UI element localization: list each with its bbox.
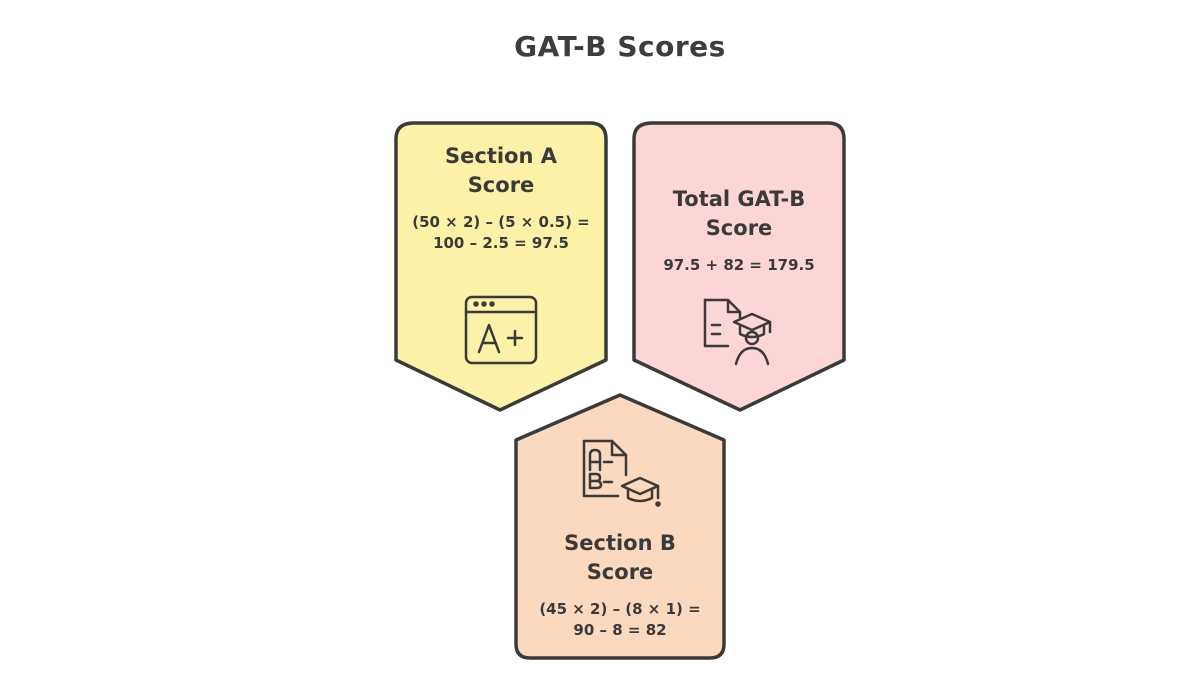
section-b-text: Section B Score (45 × 2) – (8 × 1) = 90 … — [528, 529, 712, 641]
total-card — [632, 121, 846, 412]
total-title: Total GAT-B Score — [672, 187, 806, 240]
diagram-title: GAT-B Scores — [514, 30, 726, 63]
ab-quiz-graduation-icon — [582, 439, 661, 507]
grade-a-plus-icon — [464, 295, 538, 365]
section-a-formula: (50 × 2) – (5 × 0.5) = 100 – 2.5 = 97.5 — [412, 213, 590, 252]
section-b-card — [514, 393, 726, 660]
total-text: Total GAT-B Score 97.5 + 82 = 179.5 — [646, 185, 832, 276]
section-a-card — [394, 121, 608, 412]
section-a-title: Section A Score — [445, 144, 557, 197]
section-b-formula: (45 × 2) – (8 × 1) = 90 – 8 = 82 — [539, 600, 701, 639]
section-b-title: Section B Score — [564, 531, 676, 584]
student-document-icon — [703, 298, 772, 366]
total-formula: 97.5 + 82 = 179.5 — [663, 256, 815, 274]
section-a-shape — [394, 121, 608, 412]
total-shape — [632, 121, 846, 412]
section-b-shape — [514, 393, 726, 660]
section-a-text: Section A Score (50 × 2) – (5 × 0.5) = 1… — [410, 142, 592, 254]
